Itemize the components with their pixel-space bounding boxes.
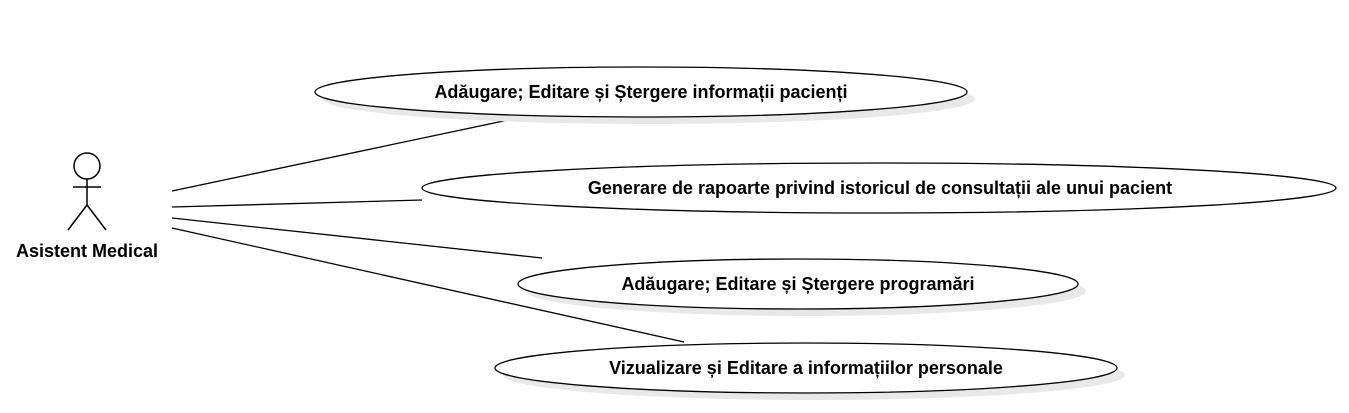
use-case-2-label: Generare de rapoarte privind istoricul d… (588, 178, 1172, 198)
actor-left-leg (67, 204, 88, 231)
use-case-1[interactable]: Adăugare; Editare și Ștergere informații… (314, 66, 975, 124)
use-case-4-ellipse (494, 342, 1118, 394)
use-case-2-ellipse (421, 162, 1337, 214)
associations (171, 118, 685, 343)
use-case-1-label: Adăugare; Editare și Ștergere informații… (434, 82, 847, 102)
use-case-3-ellipse (517, 258, 1079, 310)
association-line-1[interactable] (171, 118, 514, 192)
actor[interactable]: Asistent Medical (16, 152, 158, 261)
actor-label: Asistent Medical (16, 241, 158, 261)
use-case-1-ellipse (314, 66, 968, 118)
association-line-3[interactable] (171, 217, 543, 259)
association-line-4[interactable] (171, 227, 685, 343)
association-line-2[interactable] (171, 199, 423, 208)
actor-head (73, 152, 101, 180)
use-case-4-label: Vizualizare și Editare a informațiilor p… (609, 358, 1003, 378)
actor-right-leg (86, 204, 107, 231)
use-case-3[interactable]: Adăugare; Editare și Ștergere programări (517, 258, 1086, 316)
use-case-4[interactable]: Vizualizare și Editare a informațiilor p… (494, 342, 1125, 400)
use-case-2[interactable]: Generare de rapoarte privind istoricul d… (421, 162, 1337, 214)
use-case-3-label: Adăugare; Editare și Ștergere programări (621, 274, 974, 294)
